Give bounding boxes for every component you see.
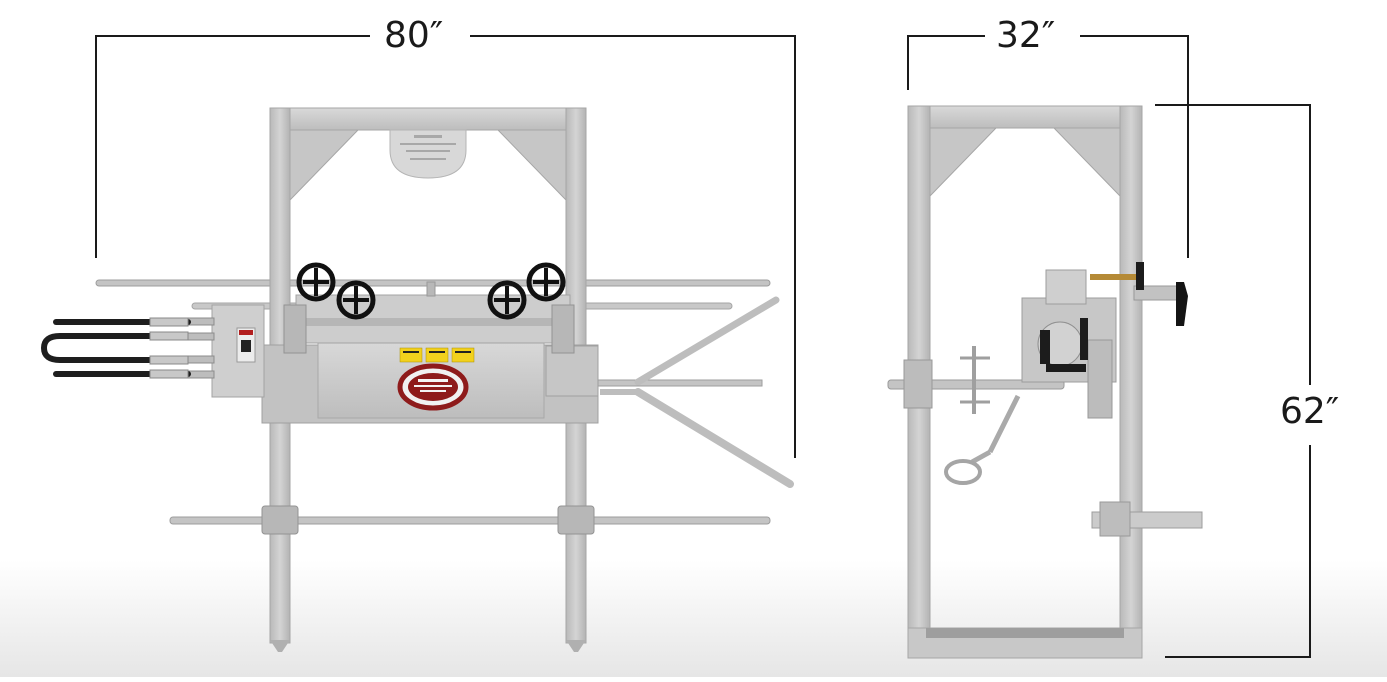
height-dimension-top bbox=[1155, 104, 1311, 385]
floor-shadow bbox=[0, 560, 1387, 677]
side-gusset-left bbox=[929, 127, 998, 198]
side-view bbox=[887, 105, 1203, 659]
side-frame-leg-right bbox=[1119, 105, 1143, 659]
bottom-rod bbox=[169, 516, 771, 525]
warning-decal-icon bbox=[451, 347, 475, 363]
front-view bbox=[40, 107, 794, 652]
width-dimension-right bbox=[470, 35, 796, 458]
width-dimension-label: 80″ bbox=[384, 15, 444, 56]
height-dimension-bottom bbox=[1165, 445, 1311, 658]
tongue-arm-lower bbox=[634, 388, 794, 488]
warning-decals bbox=[399, 347, 475, 363]
side-gusset-right bbox=[1052, 127, 1121, 198]
side-frame-top bbox=[907, 105, 1141, 129]
name-plate bbox=[389, 129, 467, 179]
crank-handle-icon bbox=[944, 346, 1021, 485]
side-knob-icon bbox=[1176, 282, 1188, 326]
warning-decal-icon bbox=[425, 347, 449, 363]
handwheel-icon bbox=[296, 262, 566, 320]
brand-badge-icon bbox=[397, 363, 469, 411]
carriage-slot bbox=[304, 318, 558, 326]
width-dimension-left bbox=[95, 35, 370, 258]
depth-dimension-label: 32″ bbox=[996, 15, 1056, 56]
leg-foot-left bbox=[270, 640, 290, 652]
depth-dimension-left bbox=[907, 35, 985, 90]
tongue-arm-upper bbox=[634, 296, 780, 386]
warning-decal-icon bbox=[399, 347, 423, 363]
dimension-lines bbox=[95, 35, 1311, 658]
height-dimension-label: 62″ bbox=[1280, 391, 1340, 432]
depth-dimension-right bbox=[1080, 35, 1189, 258]
leg-foot-right bbox=[566, 640, 586, 652]
front-frame-top bbox=[269, 107, 585, 131]
gusset-left bbox=[289, 129, 360, 202]
hose-loop-icon bbox=[40, 319, 191, 377]
gusset-right bbox=[496, 129, 567, 202]
